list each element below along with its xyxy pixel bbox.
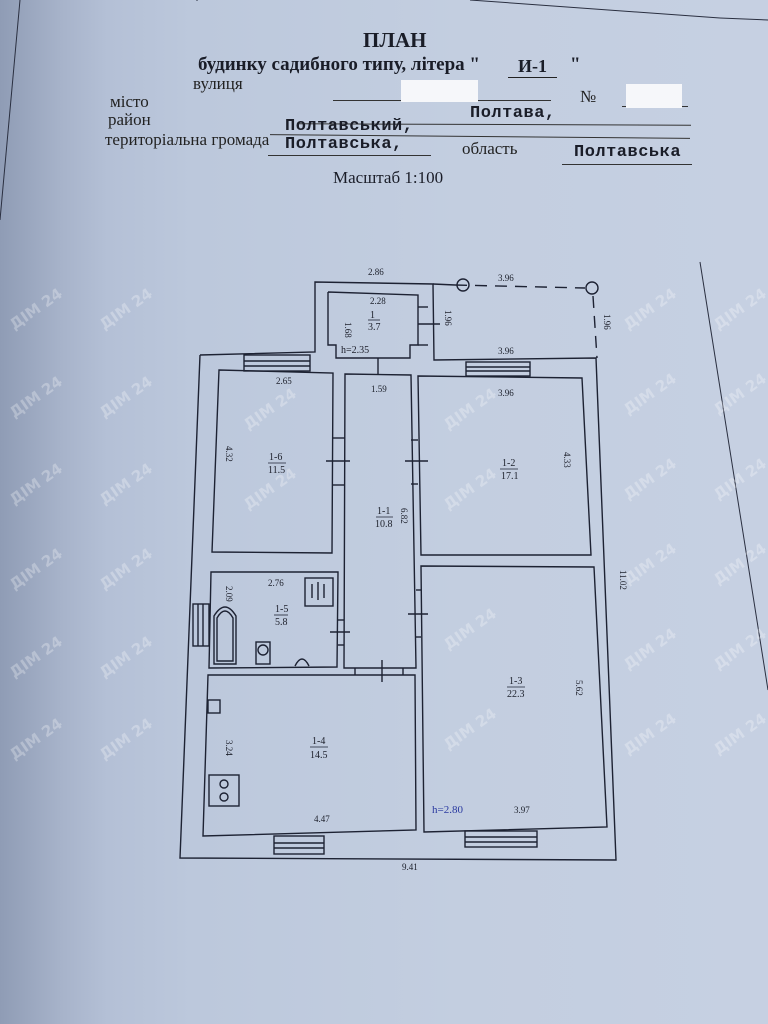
dim-room1-width: 2.28 [370,296,386,306]
subtitle-text: будинку садибного типу, літера " [198,54,480,75]
district-value: Полтавський, [285,117,414,136]
dim-2-86: 2.86 [368,267,384,277]
dim-1-6-width: 2.65 [276,376,292,386]
dim-1-5-width: 2.76 [268,578,284,588]
dim-porch-depth: 1.96 [602,314,612,330]
room-1-4-id: 1-4 [312,736,325,747]
dim-1-3-depth: 5.62 [574,680,584,696]
community-underline [268,155,431,156]
room-1-1 [343,373,417,669]
dim-1-2-depth: 4.33 [562,452,572,468]
dim-top-right: 3.96 [498,346,514,356]
room-1-1-id: 1-1 [377,506,390,517]
litera-value: И-1 [508,56,557,78]
room-1-4-area: 14.5 [310,750,328,761]
room-1-6 [211,369,334,554]
room-1-3 [420,565,608,833]
room-1-2 [417,375,592,556]
room-1-3-area: 22.3 [507,689,525,700]
vestibule-wall [327,291,419,359]
community-label: територіальна громада [105,130,270,149]
room-1-2-id: 1-2 [502,458,515,469]
room1-height: h=2.35 [341,345,369,356]
room-1-3-height: h=2.80 [432,804,463,816]
room1-id: 1 [370,310,375,321]
dim-1-1-width: 1.59 [371,384,387,394]
dim-vestibule-side: 1.96 [443,310,453,326]
dim-1-4-width: 4.47 [314,814,330,824]
street-redacted [401,80,478,102]
city-value: Полтава, [470,104,556,123]
room-1-5-area: 5.8 [275,617,288,628]
document-title: ПЛАН [363,28,427,52]
scale-label: Масштаб 1:100 [333,168,444,187]
city-label: місто [110,92,149,111]
room-1-2-area: 17.1 [501,471,519,482]
dim-1-1-depth: 6.82 [399,508,409,524]
community-value: Полтавська, [285,135,403,154]
number-redacted [626,84,682,108]
street-label: вулиця [193,74,243,93]
room1-area: 3.7 [368,322,381,333]
region-label: область [462,139,518,158]
dim-porch-width: 3.96 [498,273,514,283]
room-1-3-id: 1-3 [509,676,522,687]
room-1-6-id: 1-6 [269,452,282,463]
dim-room1-depth: 1.68 [343,322,353,338]
subtitle-close-quote: " [570,54,581,75]
dim-1-6-depth: 4.32 [224,446,234,462]
district-label: район [108,110,151,129]
dim-1-5-depth: 2.09 [224,586,234,602]
dim-1-3-width: 3.97 [514,805,530,815]
dim-1-4-depth: 3.24 [224,740,234,756]
region-underline [562,164,692,165]
document-subtitle: будинку садибного типу, літера " [198,54,480,76]
room-1-5-id: 1-5 [275,604,288,615]
dim-overall-height: 11.02 [618,570,628,590]
room-1-1-area: 10.8 [375,519,393,530]
exterior-wall [179,281,617,861]
number-label: № [580,87,597,106]
bathtub-icon [213,606,237,665]
dim-1-2-width: 3.96 [498,388,514,398]
room-1-6-area: 11.5 [268,465,285,476]
region-value: Полтавська [574,143,682,162]
room-1-4 [202,674,417,837]
dim-overall-width: 9.41 [402,862,418,872]
